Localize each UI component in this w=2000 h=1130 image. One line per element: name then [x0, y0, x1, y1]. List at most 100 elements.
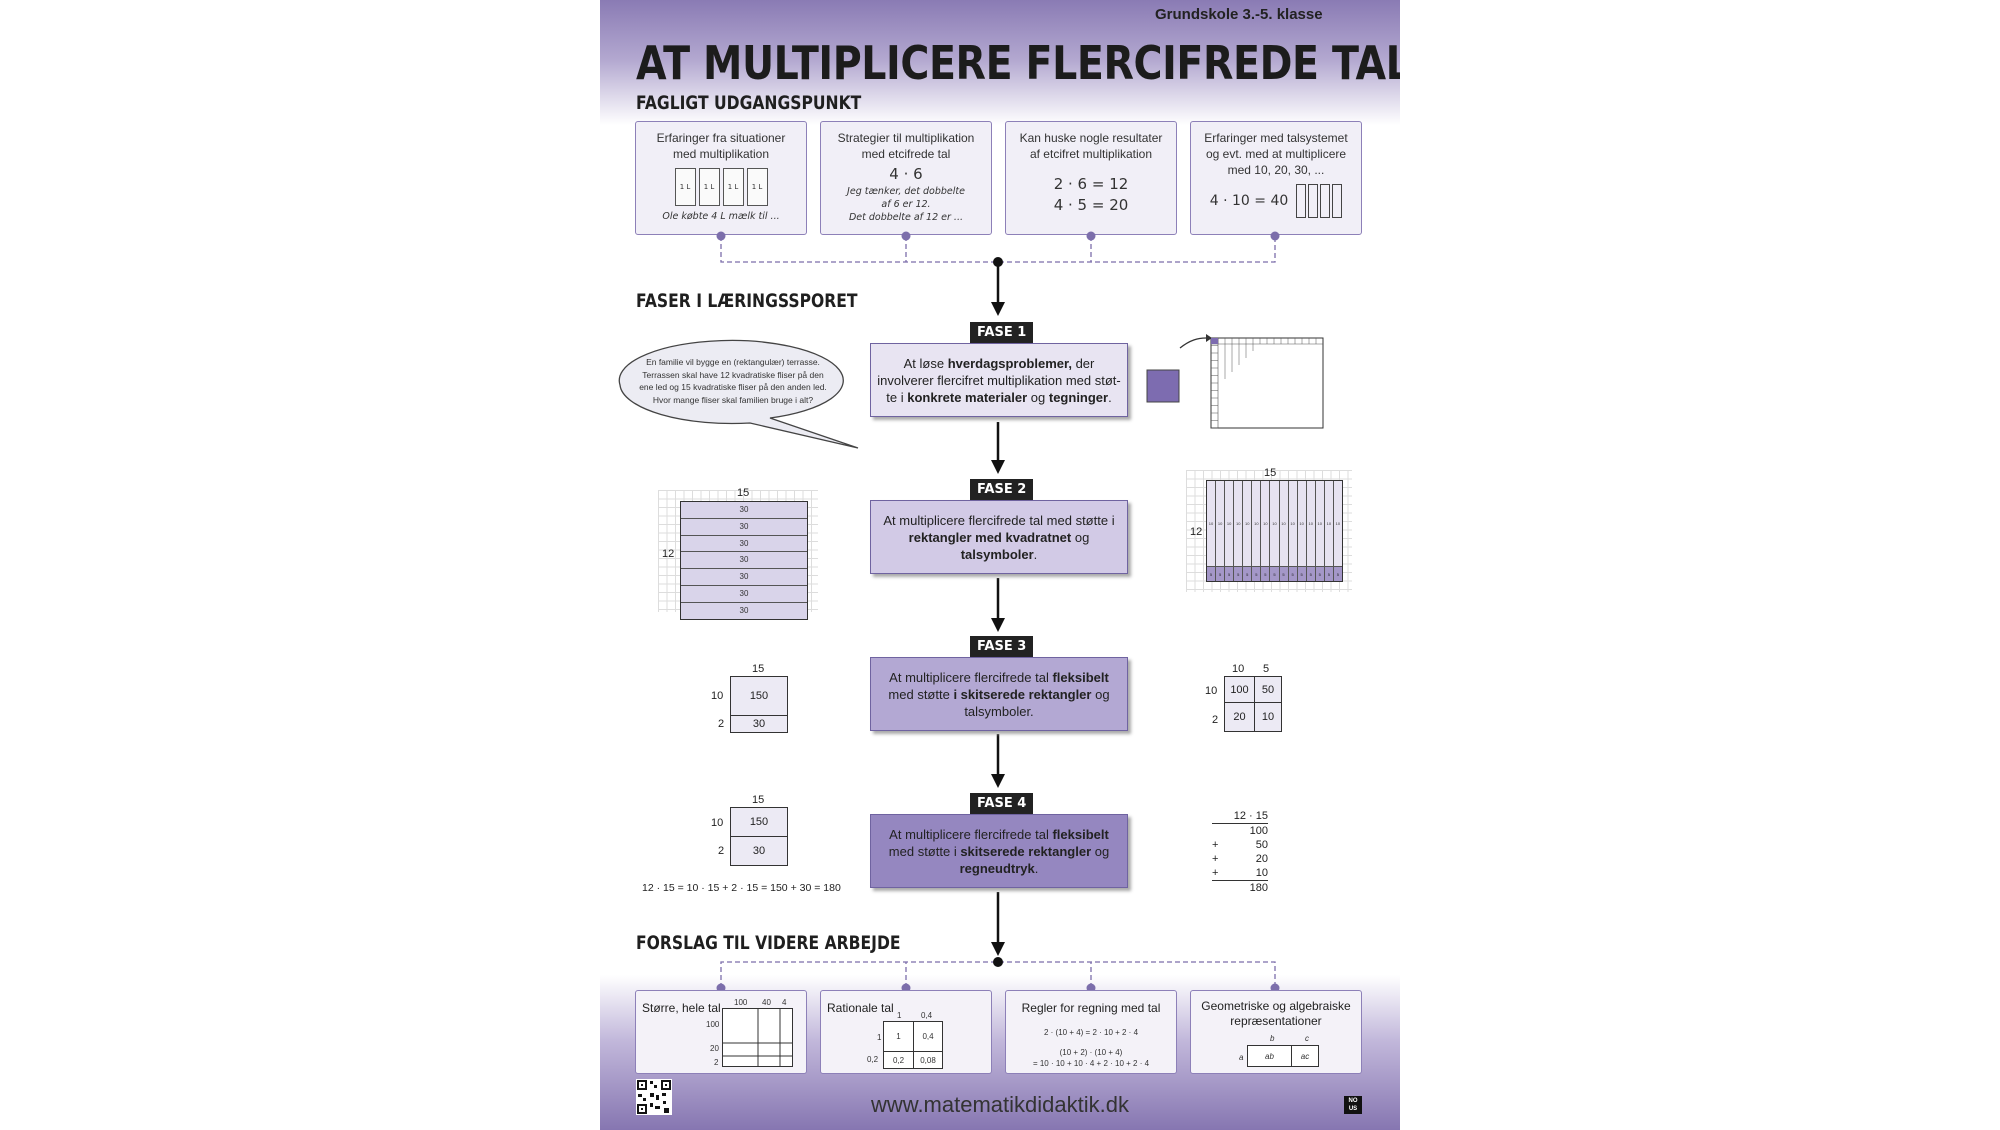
column-bottom-cell: 5: [1333, 566, 1342, 581]
box-title-line: repræsentationer: [1230, 1014, 1322, 1028]
column-cell: 10: [1297, 481, 1306, 566]
phase4-left-rect: 150 30: [730, 807, 788, 866]
further-box-rational-numbers: Rationale tal 1 0,4 1 0,2 1 0,4 0,2 0,08: [820, 990, 992, 1074]
cell: 0,2: [884, 1052, 914, 1068]
column-cell: 10: [1324, 481, 1333, 566]
start-box-results: Kan huske nogle resultater af etcifret m…: [1005, 121, 1177, 235]
rule-line: (10 + 2) · (10 + 4): [1059, 1048, 1123, 1057]
column-cell: 10: [1315, 481, 1324, 566]
cell: 50: [1255, 677, 1281, 703]
column-bottom-cell: 5: [1279, 566, 1288, 581]
milk-cartons: 1 L 1 L 1 L 1 L: [636, 168, 806, 206]
phase-4-box: At multiplicere flercifrede tal fleksibe…: [870, 814, 1128, 888]
cell: 100: [1225, 677, 1255, 703]
qr-code-icon[interactable]: [636, 1079, 672, 1115]
row-30: 30: [739, 605, 749, 615]
row-label: 2: [714, 1058, 719, 1067]
phase-1-tag: FASE 1: [970, 322, 1034, 343]
phase2-right-side-label: 12: [1190, 526, 1203, 538]
col-label: 40: [762, 998, 771, 1007]
column-cell: 10: [1234, 481, 1243, 566]
website-link[interactable]: www.matematikdidaktik.dk: [871, 1092, 1129, 1117]
result-eq-2: 4 · 5 = 20: [1053, 196, 1129, 214]
speech-line: ene led og 15 kvadratiske fliser på den …: [639, 382, 827, 392]
label-a: a: [1239, 1053, 1244, 1062]
box-title: Geometriske og algebraiske repræsentatio…: [1191, 999, 1361, 1029]
phase2-left-side-label: 12: [662, 548, 675, 560]
phase-4-text: At multiplicere flercifrede tal fleksibe…: [888, 826, 1110, 876]
rule-line: = 10 · 10 + 10 · 4 + 2 · 10 + 2 · 4: [1032, 1059, 1150, 1068]
further-box-larger-numbers: Større, hele tal 100 40 4 100 20 2: [635, 990, 807, 1074]
connector-lines: [618, 231, 1324, 993]
column-cell: 10: [1288, 481, 1297, 566]
col-label: 1: [897, 1011, 902, 1020]
box-title: Regler for regning med tal: [1021, 1001, 1161, 1015]
section-start-heading: FAGLIGT UDGANGSPUNKT: [636, 92, 862, 114]
speech-line: Hvor mange fliser skal familien bruge i …: [652, 394, 814, 405]
speech-bubble-text: En familie vil bygge en (rektangulær) te…: [628, 356, 838, 406]
column-cell: 10: [1261, 481, 1270, 566]
phase3-left-row-label: 2: [718, 718, 725, 730]
area-grid-rational: 1 0,4 0,2 0,08: [883, 1021, 943, 1069]
row-30: 30: [681, 569, 807, 586]
cell: 150: [731, 677, 787, 716]
phase4-left-row-label: 10: [711, 817, 724, 829]
cell-ac: ac: [1300, 1051, 1310, 1061]
milk-carton-icon: 1 L: [722, 168, 744, 206]
row-label: 100: [706, 1020, 720, 1029]
start-box-line2: af etcifret multiplikation: [1029, 147, 1153, 161]
column-cell: 10: [1252, 481, 1261, 566]
row-30: 30: [681, 536, 807, 553]
column-cell: 10: [1333, 481, 1342, 566]
cell: 0,4: [914, 1022, 942, 1052]
section-further-heading: FORSLAG TIL VIDERE ARBEJDE: [636, 932, 901, 954]
publisher-logo: NO US: [1344, 1096, 1362, 1114]
phase3-left-top-label: 15: [752, 663, 765, 675]
cell: 30: [752, 845, 766, 857]
phase3-left-row-label: 10: [711, 690, 724, 702]
col-label: 0,4: [921, 1011, 933, 1020]
row-30: 30: [681, 586, 807, 603]
phase-1-box: At løse hverdagsproblemer, der involvere…: [870, 343, 1128, 417]
col-label: 4: [782, 998, 787, 1007]
column-cell: 10: [1225, 481, 1234, 566]
further-box-arithmetic-rules: Regler for regning med tal 2 · (10 + 4) …: [1005, 990, 1177, 1074]
column-cell: 10: [1216, 481, 1225, 566]
phase3-right-rect: 100 50 20 10: [1224, 676, 1282, 732]
result-eq-1: 2 · 6 = 12: [1053, 175, 1129, 193]
area-grid-larger: [722, 1008, 793, 1067]
tens-equation: 4 · 10 = 40: [1209, 193, 1289, 209]
column-bottom-cell: 5: [1261, 566, 1270, 581]
start-box-number-system: Erfaringer med talsystemet og evt. med a…: [1190, 121, 1362, 235]
box-title: Rationale tal: [827, 1001, 894, 1015]
phase-3-text: At multiplicere flercifrede tal fleksibe…: [888, 669, 1110, 719]
page-title: AT MULTIPLICERE FLERCIFREDE TAL3: [636, 32, 1400, 92]
column-bottom-cell: 5: [1207, 566, 1216, 581]
cell: 10: [1261, 711, 1275, 723]
phase3-left-rect: 150 30: [730, 676, 788, 733]
calc-value: 10: [1255, 867, 1268, 879]
start-box-note: Ole købte 4 L mælk til ...: [662, 211, 780, 222]
column-bottom-cell: 5: [1270, 566, 1279, 581]
strategy-expression: 4 · 6: [889, 165, 923, 183]
milk-carton-icon: 1 L: [698, 168, 720, 206]
calc-value: 50: [1255, 839, 1268, 851]
row-label: 1: [877, 1033, 882, 1042]
box-title: Større, hele tal: [642, 1001, 721, 1015]
col-label: 100: [734, 998, 748, 1007]
cell-ab: ab: [1248, 1046, 1292, 1066]
label-b: b: [1270, 1034, 1275, 1043]
phase2-left-rows: 30 30 30 30 30 30 30: [680, 501, 808, 620]
phase-2-box: At multiplicere flercifrede tal med støt…: [870, 500, 1128, 574]
strategy-note-1: Jeg tænker, det dobbelte: [847, 186, 965, 197]
section-phases-heading: FASER I LÆRINGSSPORET: [636, 290, 858, 312]
phase4-equation: 12 · 15 = 10 · 15 + 2 · 15 = 150 + 30 = …: [642, 882, 841, 894]
